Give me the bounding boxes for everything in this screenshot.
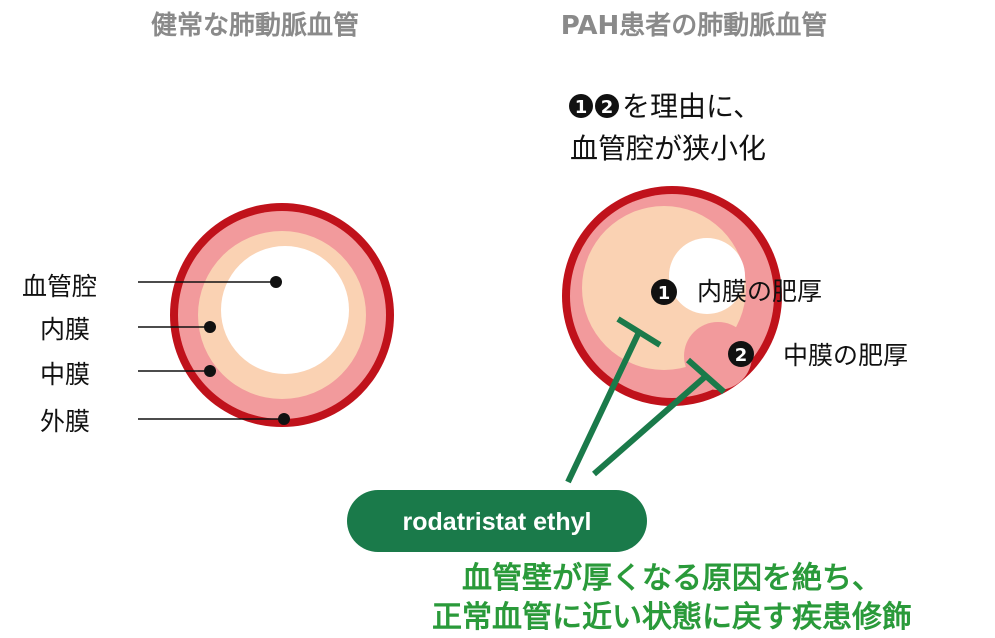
- healthy-title: 健常な肺動脈血管: [151, 11, 359, 41]
- note-badge-1-num: 1: [575, 97, 588, 118]
- inhibit-line-media: [592, 373, 708, 477]
- pah-note: 1 2 を理由に、 血管腔が狭小化: [569, 90, 766, 165]
- label-intima: 内膜: [40, 315, 90, 344]
- media-badge-num: 2: [735, 345, 748, 366]
- healthy-vessel: [170, 203, 394, 427]
- conclusion-line1: 血管壁が厚くなる原因を絶ち、: [462, 561, 882, 596]
- label-intima-thickening: 内膜の肥厚: [697, 277, 822, 306]
- conclusion-line2: 正常血管に近い状態に戻す疾患修飾: [432, 600, 912, 635]
- note-badge-2: [595, 94, 619, 118]
- dot-intima: [204, 321, 216, 333]
- inhibition-arrows: [565, 316, 726, 484]
- drug-name: rodatristat ethyl: [403, 508, 592, 536]
- note-badge-1: [569, 94, 593, 118]
- note-line2: 血管腔が狭小化: [570, 132, 766, 165]
- dot-media: [204, 365, 216, 377]
- dot-adventitia: [278, 413, 290, 425]
- healthy-lumen: [221, 246, 349, 374]
- media-badge: [728, 341, 754, 367]
- label-media: 中膜: [40, 360, 90, 389]
- pah-lumen: [669, 238, 745, 314]
- note-badge-2-num: 2: [601, 97, 614, 118]
- pah-title: PAH患者の肺動脈血管: [561, 11, 828, 41]
- drug-pill: rodatristat ethyl: [347, 490, 647, 552]
- intima-badge: [651, 279, 677, 305]
- inhibit-bar-media: [686, 357, 726, 395]
- pah-labels: 1 内膜の肥厚 2 中膜の肥厚: [651, 277, 908, 370]
- inhibit-bar-intima: [616, 316, 662, 348]
- inhibit-line-intima: [565, 330, 642, 484]
- dot-lumen: [270, 276, 282, 288]
- drug-pill-bg: [347, 490, 647, 552]
- label-adventitia: 外膜: [40, 407, 90, 436]
- healthy-labels: 血管腔 内膜 中膜 外膜: [22, 272, 290, 436]
- label-lumen: 血管腔: [22, 272, 97, 301]
- intima-badge-num: 1: [658, 283, 671, 304]
- label-media-thickening: 中膜の肥厚: [783, 341, 908, 370]
- note-line1: を理由に、: [622, 90, 761, 123]
